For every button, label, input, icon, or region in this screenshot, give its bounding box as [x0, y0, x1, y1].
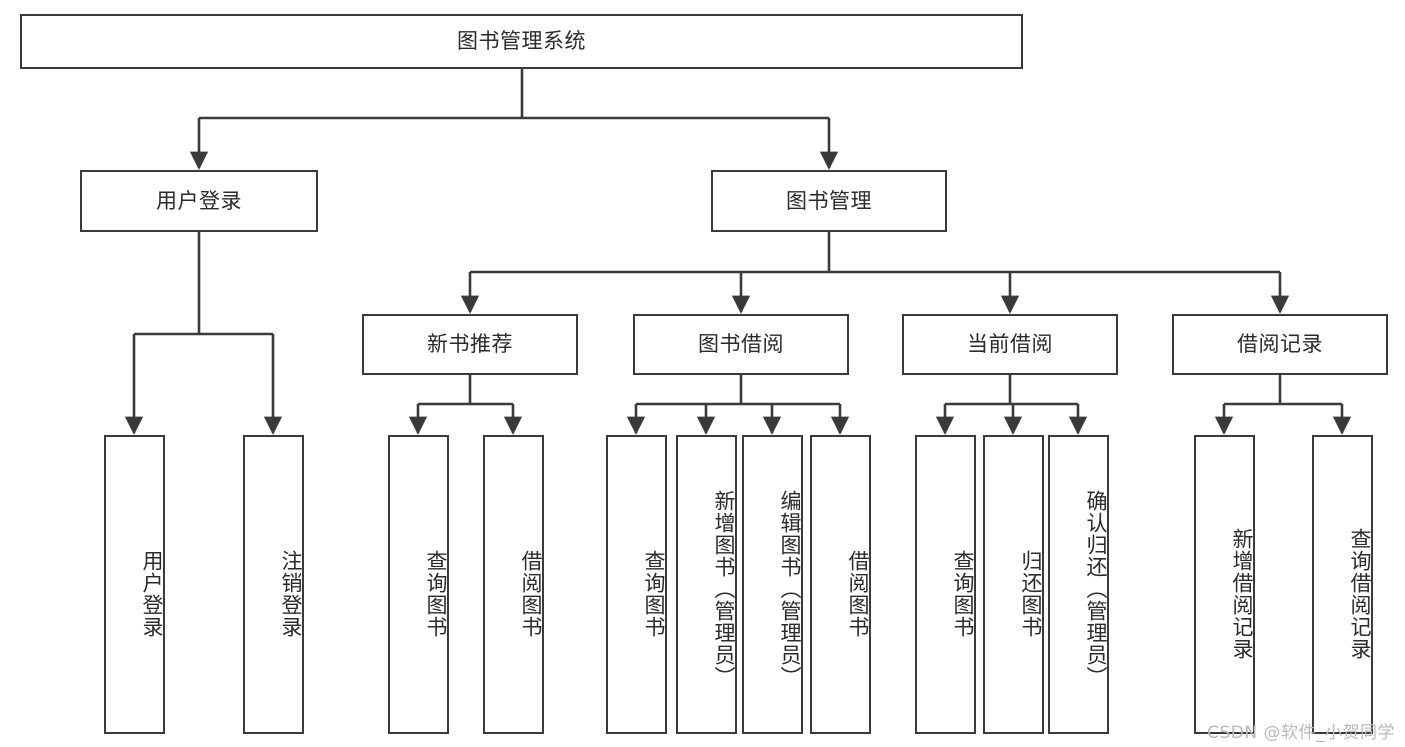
- node-book-mgmt[interactable]: 图书管理: [711, 170, 947, 232]
- node-user-login-label: 用户登录: [156, 188, 242, 213]
- node-leaf-query-record-label: 查询借阅记录: [1348, 527, 1372, 660]
- node-book-borrow[interactable]: 图书借阅: [633, 314, 849, 375]
- node-leaf-logout[interactable]: 注销登录: [243, 435, 304, 734]
- node-new-book-rec[interactable]: 新书推荐: [362, 314, 578, 375]
- node-leaf-logout-label: 注销登录: [279, 549, 303, 638]
- node-leaf-confirm-return-label: 确认归还（管理员）: [1084, 489, 1108, 688]
- node-leaf-return-book[interactable]: 归还图书: [983, 435, 1044, 734]
- watermark: CSDN @软件_小贺同学: [1207, 723, 1395, 743]
- node-leaf-user-login-label: 用户登录: [140, 549, 164, 638]
- node-leaf-query-book-2-label: 查询图书: [642, 549, 666, 638]
- node-leaf-user-login[interactable]: 用户登录: [104, 435, 165, 734]
- node-book-mgmt-label: 图书管理: [786, 188, 872, 213]
- node-current-borrow[interactable]: 当前借阅: [902, 314, 1118, 375]
- node-book-borrow-label: 图书借阅: [698, 332, 784, 357]
- node-leaf-borrow-book-2-label: 借阅图书: [846, 549, 870, 638]
- node-user-login[interactable]: 用户登录: [80, 170, 318, 232]
- node-leaf-query-book-2[interactable]: 查询图书: [606, 435, 667, 734]
- node-new-book-rec-label: 新书推荐: [427, 332, 513, 357]
- node-borrow-record[interactable]: 借阅记录: [1172, 314, 1388, 375]
- node-leaf-return-book-label: 归还图书: [1019, 549, 1043, 638]
- node-leaf-add-book[interactable]: 新增图书（管理员）: [676, 435, 737, 734]
- node-leaf-edit-book[interactable]: 编辑图书（管理员）: [742, 435, 803, 734]
- node-root[interactable]: 图书管理系统: [20, 14, 1023, 69]
- node-leaf-query-record[interactable]: 查询借阅记录: [1312, 435, 1373, 734]
- node-leaf-confirm-return[interactable]: 确认归还（管理员）: [1048, 435, 1109, 734]
- node-leaf-borrow-book-1[interactable]: 借阅图书: [483, 435, 544, 734]
- node-root-label: 图书管理系统: [457, 29, 586, 54]
- node-leaf-borrow-book-1-label: 借阅图书: [519, 549, 543, 638]
- node-borrow-record-label: 借阅记录: [1237, 332, 1323, 357]
- node-leaf-add-record[interactable]: 新增借阅记录: [1194, 435, 1255, 734]
- node-leaf-query-book-1[interactable]: 查询图书: [388, 435, 449, 734]
- node-leaf-borrow-book-2[interactable]: 借阅图书: [810, 435, 871, 734]
- node-current-borrow-label: 当前借阅: [967, 332, 1053, 357]
- node-leaf-query-book-3[interactable]: 查询图书: [915, 435, 976, 734]
- node-leaf-query-book-1-label: 查询图书: [424, 549, 448, 638]
- node-leaf-add-book-label: 新增图书（管理员）: [712, 489, 736, 688]
- node-leaf-add-record-label: 新增借阅记录: [1230, 527, 1254, 660]
- node-leaf-query-book-3-label: 查询图书: [951, 549, 975, 638]
- node-leaf-edit-book-label: 编辑图书（管理员）: [778, 489, 802, 688]
